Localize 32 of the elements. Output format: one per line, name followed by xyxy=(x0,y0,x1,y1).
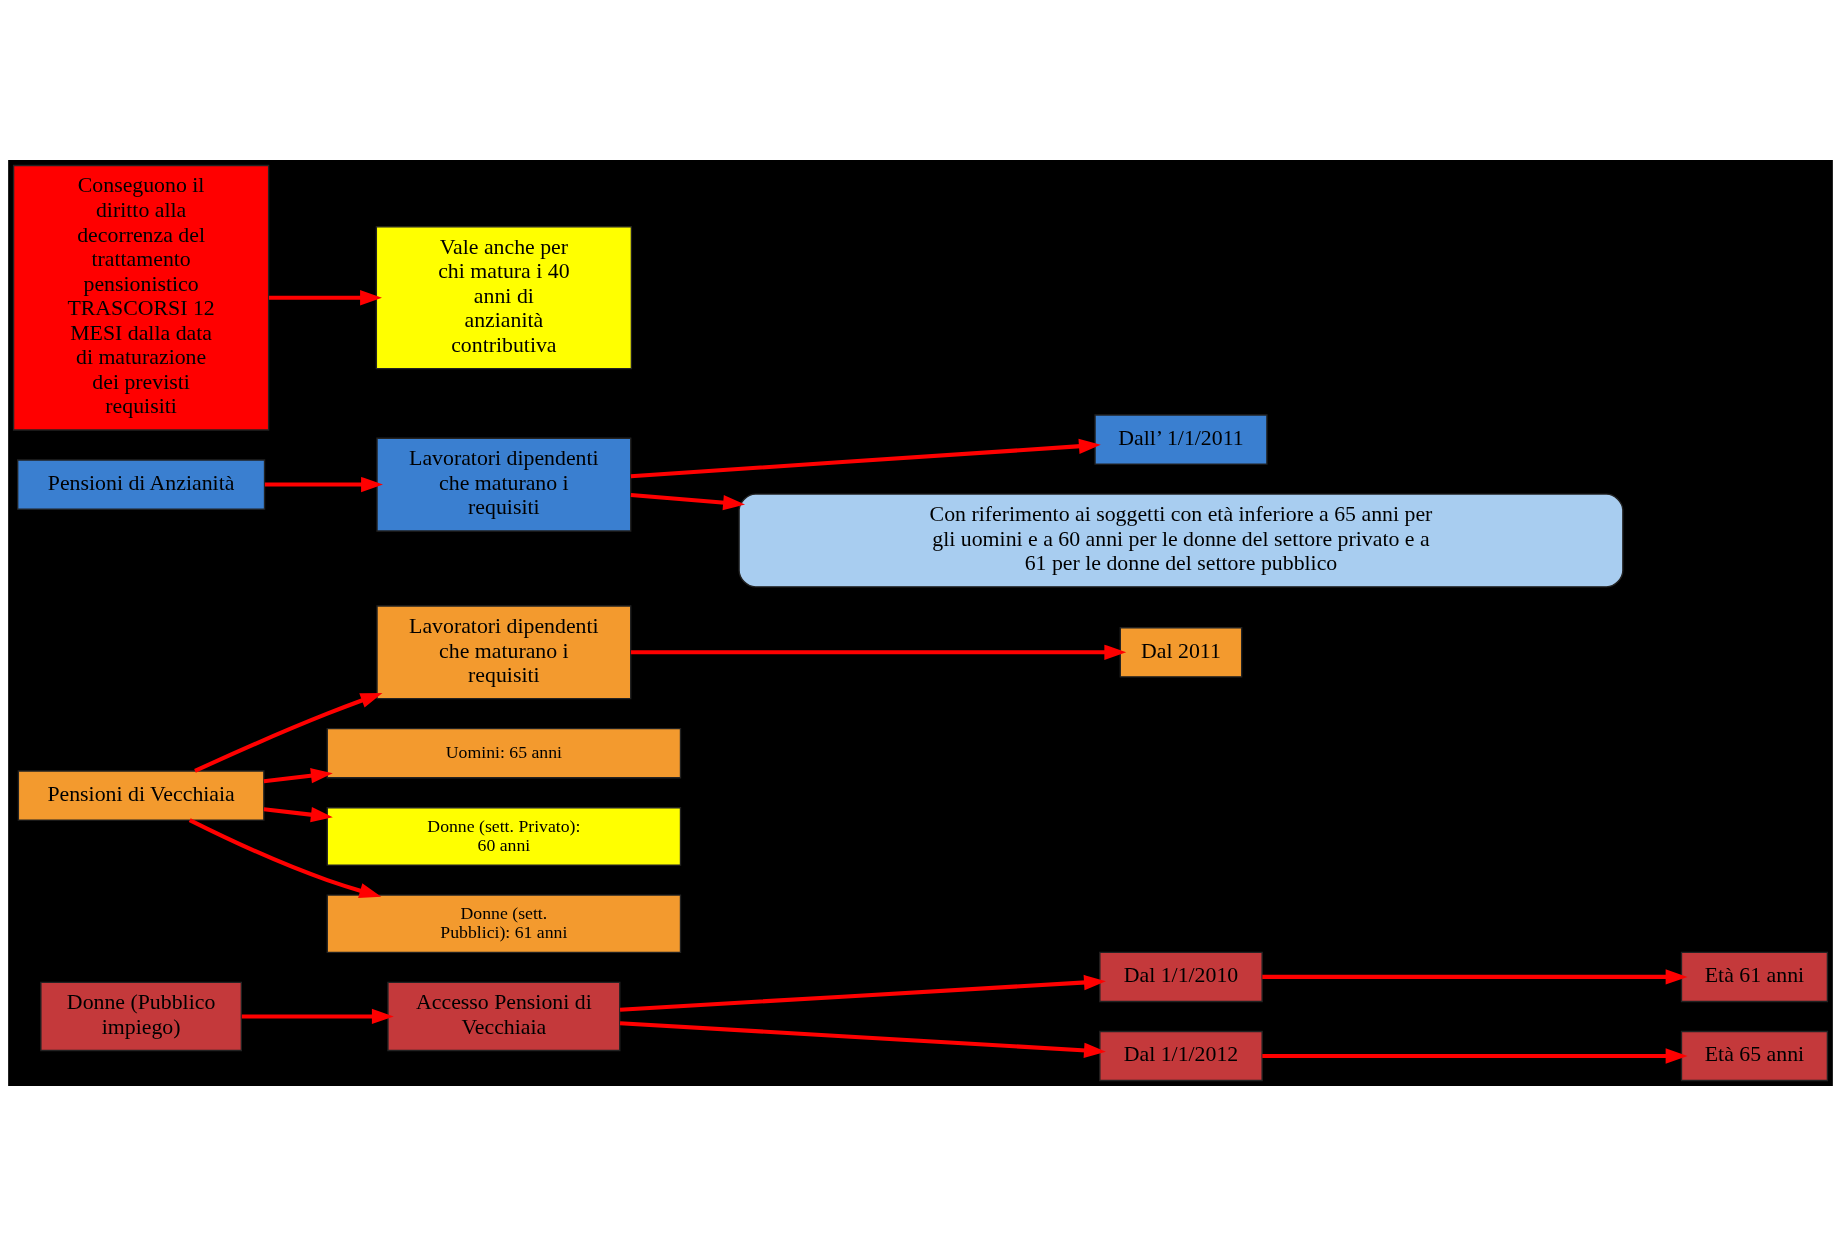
node-box: Dal 1/1/2010 xyxy=(1099,951,1263,1003)
node-box: Lavoratori dipendenti che maturano i requisiti xyxy=(376,437,632,532)
arrow xyxy=(263,768,333,784)
node-box: Vale anche per chi matura i 40 anni di anzianità contributiva xyxy=(375,226,633,370)
node-box: Donne (sett. Pubblici): 61 anni xyxy=(326,894,682,954)
arrow xyxy=(630,438,1101,479)
node-box: Dal 2011 xyxy=(1119,627,1243,678)
node-box: Dall’ 1/1/2011 xyxy=(1094,414,1268,465)
node-box: Pensioni di Vecchiaia xyxy=(17,770,265,821)
node-box: Conseguono il diritto alla decorrenza del trattamento pensionistico TRASCORSI 12 MESI dalla data di maturazione dei previsti requisiti xyxy=(12,164,270,431)
arrow xyxy=(630,644,1127,660)
arrow xyxy=(241,1008,394,1025)
arrow xyxy=(630,492,745,511)
node-box: Età 61 anni xyxy=(1680,951,1829,1003)
arrow xyxy=(194,692,383,773)
node-box: Uomini: 65 anni xyxy=(326,728,682,779)
node-box: Donne (Pubblico impiego) xyxy=(40,981,242,1052)
node-box: Lavoratori dipendenti che maturano i requisiti xyxy=(376,605,632,700)
arrow xyxy=(188,818,382,899)
node-box: Accesso Pensioni di Vecchiaia xyxy=(387,981,621,1052)
arrow xyxy=(1262,969,1688,985)
arrow xyxy=(264,476,383,493)
arrow xyxy=(619,1021,1106,1059)
arrow xyxy=(263,807,333,823)
node-box: Pensioni di Anzianità xyxy=(17,459,266,510)
node-box: Donne (sett. Privato): 60 anni xyxy=(326,807,682,866)
arrow xyxy=(619,974,1106,1012)
node-box: Età 65 anni xyxy=(1680,1030,1829,1082)
node-box: Dal 1/1/2012 xyxy=(1099,1030,1263,1082)
node-box: Con riferimento ai soggetti con età inferiore a 65 anni per gli uomini e a 60 anni per le donne del settore privato e a 61 per le donne del settore pubblico xyxy=(738,493,1624,588)
arrow xyxy=(1262,1048,1688,1064)
arrow xyxy=(268,290,382,306)
